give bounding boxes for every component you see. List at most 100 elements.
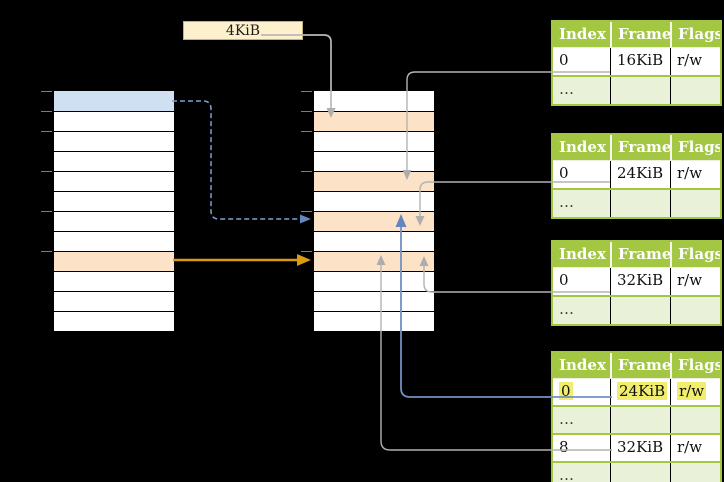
page-table-2-row-2-cell-2 bbox=[670, 190, 720, 217]
left-memory-row-7 bbox=[54, 211, 174, 231]
middle-memory-row-11 bbox=[314, 291, 434, 311]
page-table-3-row-2-cell-2 bbox=[670, 297, 720, 324]
highlighted-value: r/w bbox=[677, 382, 707, 400]
page-table-3-header-flags: Flags bbox=[670, 242, 720, 267]
page-table-4-row-4: … bbox=[553, 461, 720, 482]
page-table-3-row-1-cell-0: 0 bbox=[559, 271, 569, 289]
page-table-2-row-1-cell-0: 0 bbox=[559, 164, 569, 182]
tick-left-2 bbox=[41, 131, 52, 132]
page-table-2-row-2-cell-1 bbox=[610, 190, 670, 217]
tick-middle-2 bbox=[301, 131, 312, 132]
tick-left-0 bbox=[41, 91, 52, 92]
middle-memory-row-9 bbox=[314, 251, 434, 271]
left-memory-row-8 bbox=[54, 231, 174, 251]
page-table-3-header-frame: Frame bbox=[610, 242, 670, 267]
page-table-4-header-flags: Flags bbox=[670, 353, 720, 378]
page-table-4-row-1: 0 24KiB r/w bbox=[553, 378, 720, 405]
page-size-label: 4KiB bbox=[225, 22, 261, 39]
page-table-4-row-3-cell-2: r/w bbox=[670, 435, 720, 461]
left-memory-row-11 bbox=[54, 291, 174, 311]
page-table-2-row-2-cell-0: … bbox=[559, 193, 574, 211]
page-table-2-row-2: … bbox=[553, 188, 720, 217]
highlighted-value: 24KiB bbox=[617, 382, 668, 400]
left-memory-row-6 bbox=[54, 191, 174, 211]
middle-memory-row-5 bbox=[314, 171, 434, 191]
page-table-1-row-2-cell-2 bbox=[670, 77, 720, 104]
middle-memory-row-4 bbox=[314, 151, 434, 171]
page-table-1-header-index: Index bbox=[559, 25, 606, 43]
page-table-3-row-2-cell-1 bbox=[610, 297, 670, 324]
page-table-4-row-2-cell-2 bbox=[670, 407, 720, 433]
tick-middle-4 bbox=[301, 211, 312, 212]
page-table-2-row-1-cell-2: r/w bbox=[670, 161, 720, 188]
page-table-4-row-2-cell-1 bbox=[610, 407, 670, 433]
middle-memory-row-8 bbox=[314, 231, 434, 251]
page-table-4-row-2-cell-0: … bbox=[559, 410, 574, 428]
middle-memory-row-3 bbox=[314, 131, 434, 151]
tick-left-5 bbox=[41, 251, 52, 252]
page-table-1-row-1-cell-1: 16KiB bbox=[610, 48, 670, 75]
left-memory-row-3 bbox=[54, 131, 174, 151]
middle-memory-row-2 bbox=[314, 111, 434, 131]
tick-middle-1 bbox=[301, 111, 312, 112]
page-table-4-row-1-cell-1: 24KiB bbox=[610, 379, 670, 405]
middle-memory-row-1 bbox=[314, 91, 434, 111]
left-memory-row-4 bbox=[54, 151, 174, 171]
page-table-4-header-frame: Frame bbox=[610, 353, 670, 378]
page-table-3-row-2-cell-0: … bbox=[559, 300, 574, 318]
arrow-virtual-page-to-entry-dashed bbox=[172, 100, 311, 224]
highlighted-value: 0 bbox=[559, 382, 573, 400]
page-table-3-row-1-cell-1: 32KiB bbox=[610, 268, 670, 295]
page-table-4-row-2: … bbox=[553, 405, 720, 433]
page-table-4-row-4-cell-0: … bbox=[559, 466, 574, 482]
left-memory-row-12 bbox=[54, 311, 174, 331]
left-memory-column bbox=[53, 90, 175, 332]
left-memory-row-5 bbox=[54, 171, 174, 191]
left-memory-row-10 bbox=[54, 271, 174, 291]
page-table-1-row-1-cell-2: r/w bbox=[670, 48, 720, 75]
left-memory-row-2 bbox=[54, 111, 174, 131]
page-table-1-row-1-cell-0: 0 bbox=[559, 51, 569, 69]
page-table-4-row-1-cell-0: 0 bbox=[553, 379, 610, 405]
page-table-2-row-1-cell-1: 24KiB bbox=[610, 161, 670, 188]
page-table-4-row-3-cell-1: 32KiB bbox=[610, 435, 670, 461]
tick-middle-3 bbox=[301, 171, 312, 172]
page-table-4-row-4-cell-1 bbox=[610, 463, 670, 482]
page-size-label-box: 4KiB bbox=[183, 21, 303, 40]
left-memory-row-1 bbox=[54, 91, 174, 111]
middle-memory-row-7 bbox=[314, 211, 434, 231]
page-table-2-header-frame: Frame bbox=[610, 135, 670, 160]
tick-middle-0 bbox=[301, 91, 312, 92]
tick-left-3 bbox=[41, 171, 52, 172]
middle-memory-column bbox=[313, 90, 435, 332]
page-table-3-row-2: … bbox=[553, 295, 720, 324]
tick-left-4 bbox=[41, 211, 52, 212]
page-table-2-header-index: Index bbox=[559, 138, 606, 156]
left-memory-row-9 bbox=[54, 251, 174, 271]
page-table-3-header-index: Index bbox=[559, 245, 606, 263]
page-table-3-row-1-cell-2: r/w bbox=[670, 268, 720, 295]
arrow-mapped-page-to-frame-orange bbox=[173, 254, 311, 266]
page-table-2-header-flags: Flags bbox=[670, 135, 720, 160]
tick-middle-5 bbox=[301, 251, 312, 252]
page-table-1-header-frame: Frame bbox=[610, 22, 670, 47]
middle-memory-row-6 bbox=[314, 191, 434, 211]
page-table-4-row-3-cell-0: 8 bbox=[559, 438, 569, 456]
middle-memory-row-10 bbox=[314, 271, 434, 291]
page-table-4-header-index: Index bbox=[559, 356, 606, 374]
page-table-1-row-2-cell-0: … bbox=[559, 80, 574, 98]
page-table-4-row-1-cell-2: r/w bbox=[670, 379, 720, 405]
page-table-1-row-2-cell-1 bbox=[610, 77, 670, 104]
